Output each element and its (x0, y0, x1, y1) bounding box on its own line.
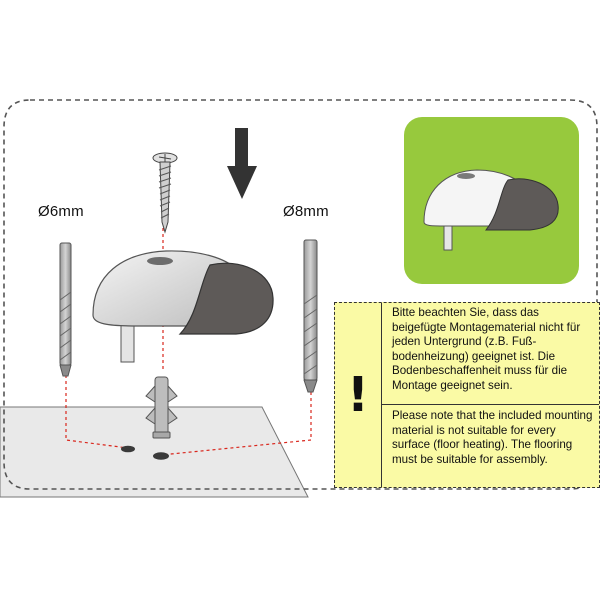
drill-bit-6mm-icon (59, 242, 72, 377)
notice-box: ! Bitte beachten Sie, dass das beigefügt… (334, 302, 600, 488)
drill-size-label-right: Ø8mm (283, 203, 329, 220)
notice-divider (382, 404, 599, 405)
exclamation-icon: ! (335, 303, 382, 487)
dashed-frame (3, 99, 598, 490)
notice-text-german: Bitte beachten Sie, dass das beigefügte … (392, 306, 581, 392)
screw-icon (152, 152, 178, 234)
notice-text-english: Please note that the included mounting m… (392, 409, 593, 466)
floor-hole-right (153, 452, 169, 460)
door-stop-icon (92, 250, 274, 363)
assembled-preview (404, 117, 579, 284)
floor-hole-left (121, 445, 135, 453)
drill-size-label-left: Ø6mm (38, 203, 84, 220)
floor-surface (0, 406, 309, 498)
down-arrow-icon (227, 128, 257, 199)
wall-plug-icon (145, 376, 178, 439)
drill-bit-8mm-icon (303, 239, 318, 393)
